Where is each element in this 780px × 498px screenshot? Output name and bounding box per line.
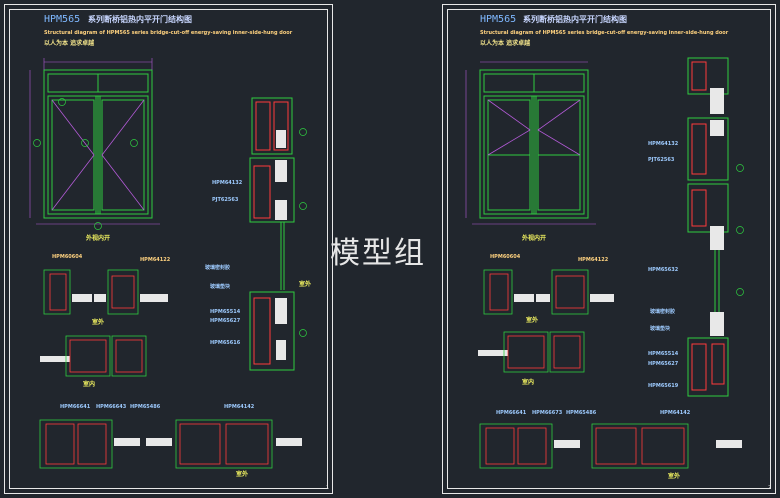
sheet-1-opening-lines bbox=[51, 99, 145, 211]
sheet-2-label: HPM66673 bbox=[532, 410, 563, 416]
sheet-1-label: HPM66641 bbox=[60, 404, 91, 410]
sheet-1-label: HPM66643 bbox=[96, 404, 127, 410]
watermark-text: 模型组 bbox=[330, 236, 426, 271]
sheet-1-inner-border bbox=[9, 9, 328, 489]
drawing-sheet-1 bbox=[4, 4, 333, 494]
sheet-2-section-callouts bbox=[736, 164, 744, 296]
sheet-2-opening-lines bbox=[487, 99, 581, 156]
sheet-2-label: 玻璃密封胶 bbox=[650, 309, 676, 315]
sheet-1-label: 玻璃密封胶 bbox=[205, 265, 231, 271]
sheet-2-label: HPM65632 bbox=[648, 267, 679, 273]
sheet-2-vertical-section bbox=[687, 57, 729, 397]
sheet-2-elevation-caption: 外视内开 bbox=[522, 235, 547, 242]
sheet-1-elevation-caption: 外视内开 bbox=[86, 235, 111, 242]
sheet-2-code: HPM565 bbox=[480, 14, 517, 25]
sheet-2-room-label: 室内 bbox=[522, 379, 535, 386]
sheet-2-title: 系列断桥铝热内平开门结构图 bbox=[523, 15, 627, 24]
sheet-1-title: 系列断桥铝热内平开门结构图 bbox=[88, 15, 192, 24]
sheet-2-label: 玻璃垫块 bbox=[650, 326, 671, 332]
sheet-1-room-label: 室内 bbox=[83, 381, 96, 388]
sheet-2-elevation bbox=[479, 69, 589, 219]
sheet-1-callouts bbox=[33, 98, 138, 230]
sheet-1-vertical-section bbox=[249, 97, 295, 371]
sheet-1-room-label: 室外 bbox=[299, 281, 312, 288]
sheet-2-label: HPM60604 bbox=[490, 254, 521, 260]
sheet-2-room-label: 室外 bbox=[668, 473, 681, 480]
sheet-1-label: PJT62563 bbox=[212, 197, 239, 203]
sheet-2-label: HPM65486 bbox=[566, 410, 597, 416]
drawing-sheet-2 bbox=[442, 4, 776, 494]
sheet-2-label: HPM65619 bbox=[648, 383, 679, 389]
sheet-2-dimensions bbox=[465, 61, 596, 225]
sheet-2-label: HPM65514 bbox=[648, 351, 679, 357]
sheet-1-room-label: 室外 bbox=[92, 319, 105, 326]
sheet-1-horizontal-section-top bbox=[43, 269, 168, 315]
sheet-2-subtitle: Structural diagram of HPM565 series brid… bbox=[480, 30, 729, 36]
sheet-1-label: HPM60604 bbox=[52, 254, 83, 260]
sheet-1-label: HPM65514 bbox=[210, 309, 241, 315]
sheet-2-label: HPM64132 bbox=[648, 141, 679, 147]
sheet-1-page-number: 1 bbox=[326, 485, 330, 491]
sheet-1-subtitle: Structural diagram of HPM565 series brid… bbox=[44, 30, 293, 36]
sheet-1-label: HPM65486 bbox=[130, 404, 161, 410]
sheet-1-label: HPM64142 bbox=[224, 404, 255, 410]
sheet-2-label: HPM65627 bbox=[648, 361, 679, 367]
sheet-1-section-callouts bbox=[299, 128, 307, 337]
sheet-1-meta: 以人为本 追求卓越 bbox=[44, 40, 95, 47]
sheet-1-label: HPM65627 bbox=[210, 318, 241, 324]
sheet-2-meta: 以人为本 追求卓越 bbox=[480, 40, 531, 47]
sheet-2-horizontal-section-top bbox=[483, 269, 614, 315]
sheet-1-dimensions bbox=[29, 58, 160, 225]
sheet-1-room-label: 室外 bbox=[236, 471, 249, 478]
sheet-1-label: HPM64122 bbox=[140, 257, 171, 263]
sheet-1-horizontal-section-mid bbox=[40, 335, 147, 377]
sheet-2-page-number: 2 bbox=[768, 485, 772, 491]
sheet-2-room-label: 室外 bbox=[526, 317, 539, 324]
sheet-2-label: HPM66641 bbox=[496, 410, 527, 416]
sheet-1-label: 玻璃垫块 bbox=[210, 284, 231, 290]
sheet-1-label: HPM65616 bbox=[210, 340, 241, 346]
sheet-2-horizontal-section-bottom bbox=[479, 423, 742, 469]
sheet-2-horizontal-section-mid bbox=[478, 331, 585, 373]
sheet-2-label: PJT62563 bbox=[648, 157, 675, 163]
sheet-2-inner-border bbox=[447, 9, 771, 489]
sheet-1-horizontal-section-bottom bbox=[39, 419, 302, 469]
sheet-1-label: HPM64132 bbox=[212, 180, 243, 186]
sheet-2-label: HPM64122 bbox=[578, 257, 609, 263]
sheet-1-code: HPM565 bbox=[44, 14, 81, 25]
sheet-1-elevation bbox=[43, 69, 153, 219]
sheet-2-label: HPM64142 bbox=[660, 410, 691, 416]
